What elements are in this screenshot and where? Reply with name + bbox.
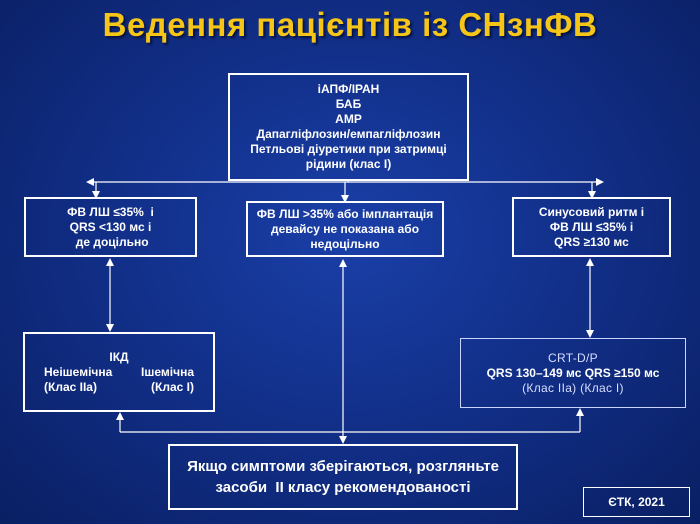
icd-nonischemic-class: (Клас ІІа) [44,379,97,394]
recommendation-line: засоби ІІ класу рекомендованості [215,479,471,496]
source-badge: ЄТК, 2021 [583,487,690,517]
criteria-line: QRS <130 мс і [69,219,152,234]
icd-row-etiology: Неішемічна Ішемічна [44,365,194,380]
icd-box: ІКД Неішемічна Ішемічна (Клас ІІа) (Клас… [23,332,215,412]
crt-qrs-criteria: QRS 130–149 мс QRS ≥150 мс [486,365,660,380]
recommendation-line: Якщо симптоми зберігаються, розгляньте [187,458,499,475]
therapy-line: БАБ [335,97,362,111]
icd-ischemic-label: Ішемічна [141,364,194,379]
crt-box: CRT-D/P QRS 130–149 мс QRS ≥150 мс (Клас… [460,338,686,408]
crt-title: CRT-D/P [548,350,598,365]
criteria-line: ФВ ЛШ ≤35% і [549,219,634,234]
slide-title: Ведення пацієнтів із СНзнФВ [102,6,598,43]
therapy-line: іАПФ/ІРАН [317,82,380,96]
criteria-line: Синусовий ритм і [538,204,645,219]
criteria-line: недоцільно [310,236,380,251]
lvef-narrow-qrs-box: ФВ ЛШ ≤35% і QRS <130 мс і де доцільно [24,197,197,257]
therapy-line: АМР [335,112,362,126]
criteria-line: QRS ≥130 мс [554,234,629,249]
criteria-line: ФВ ЛШ ≤35% і [67,204,154,219]
icd-title: ІКД [109,349,129,364]
therapy-line: Петльові діуретики при затримці [250,142,447,156]
crt-class: (Клас ІІа) (Клас І) [522,380,624,395]
criteria-line: девайсу не показана або [270,221,420,236]
therapy-line: Дапагліфлозин/емпагліфлозин [256,127,441,141]
lvef-above-35-box: ФВ ЛШ >35% або імплантація девайсу не по… [246,201,444,257]
icd-ischemic-class: (Клас І) [151,379,194,394]
criteria-line: де доцільно [72,234,149,249]
therapy-line: рідини (клас І) [305,157,392,171]
icd-nonischemic-label: Неішемічна [44,364,113,379]
class-ii-recommendation-box: Якщо симптоми зберігаються, розгляньте з… [168,444,518,510]
criteria-line: ФВ ЛШ >35% або імплантація [256,206,434,221]
icd-row-class: (Клас ІІа) (Клас І) [44,380,194,395]
sinus-rhythm-wide-qrs-box: Синусовий ритм і ФВ ЛШ ≤35% і QRS ≥130 м… [512,197,671,257]
first-line-therapy-box: іАПФ/ІРАН БАБ АМР Дапагліфлозин/емпагліф… [228,73,469,181]
